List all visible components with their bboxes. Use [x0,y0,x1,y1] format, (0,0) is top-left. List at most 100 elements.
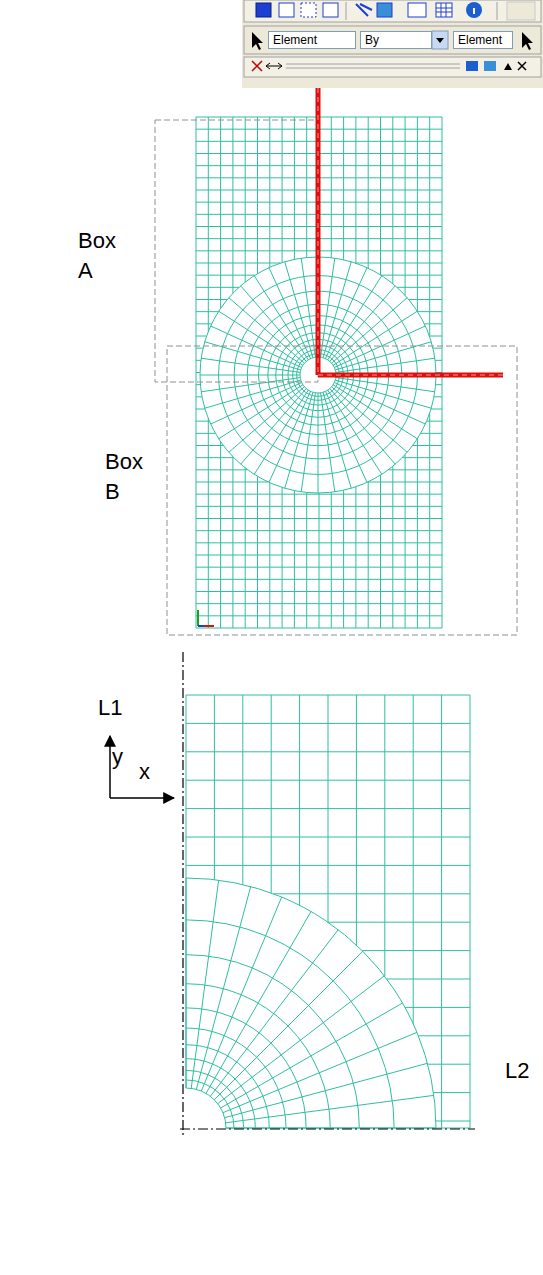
toolbar-icon [436,3,452,17]
mesh-line [196,336,207,337]
slider-track [286,64,460,65]
mesh-line [384,695,385,976]
mesh-line [196,579,442,580]
toolbar-row [244,0,541,22]
mesh-line [208,418,209,628]
mesh-line [429,336,442,337]
field-text: Element [458,33,502,47]
mesh-line [285,392,313,488]
mesh-line [232,117,233,293]
mesh-line [223,1032,417,1112]
mesh-line [196,445,223,446]
mesh-line [405,455,406,628]
symmetry-line [182,652,183,1136]
mesh-line [433,1092,470,1093]
mesh-line [211,326,302,368]
axis-triad [198,625,204,627]
mesh-line [328,390,382,474]
mesh-line [321,393,335,492]
axis-arrow [109,736,111,798]
toolbar-row [244,26,541,54]
mesh-line [294,491,295,628]
mesh-line [254,276,308,360]
mesh-line [294,117,295,259]
mesh-line [196,287,239,288]
mesh-line [436,1121,470,1122]
toolbar-icon [256,3,271,17]
mesh-line [226,1128,436,1129]
mesh-line [196,409,205,410]
axis-triad [197,610,199,626]
toolbar-icon [408,3,426,17]
mesh-line [196,433,215,434]
mesh-line [328,922,470,923]
mesh-line [334,382,425,424]
mesh-line [335,380,431,408]
mesh-line [436,384,442,385]
toolbar-icon [466,61,478,71]
annotation-label: L1 [98,693,122,723]
mesh-line [196,469,248,470]
toolbar-icon [279,3,294,17]
mesh-line [319,493,320,628]
mesh-line [441,695,442,1128]
annotation-label: Box B [105,447,149,507]
annotation-label: y [112,742,123,772]
symmetry-edge [318,373,503,378]
mesh-line [200,375,300,376]
mesh-line [191,880,218,1088]
mesh-line [186,723,470,724]
mesh-line [201,897,281,1091]
mesh-line [196,348,203,349]
mesh-line [318,393,319,493]
mesh-line [355,487,356,628]
mesh-line [196,421,209,422]
mesh-line [331,117,332,258]
mesh-line [336,358,435,372]
mesh-line [380,475,381,628]
mesh-line [257,476,258,628]
mesh-line [254,390,308,474]
mesh-line [186,837,470,838]
toolbar-icon [473,8,475,14]
field-text: Element [273,33,317,47]
mesh-line [428,1064,470,1065]
mesh-line [206,911,311,1093]
mesh-line [323,262,351,358]
toolbar-icon [518,62,526,70]
mesh-line [221,1003,403,1108]
mesh-line [214,695,215,880]
mesh-line [218,976,385,1104]
axis-triad [198,625,214,627]
selection-box [155,120,318,382]
annotation-label: L2 [505,1056,529,1086]
toolbar-row [244,57,541,77]
mesh-line [306,117,307,258]
mesh-line [356,695,357,945]
mesh-line [381,275,442,276]
mesh-line [196,372,200,373]
toolbar-icon [504,63,512,70]
mesh-line [332,298,408,363]
mesh-line [196,530,442,531]
mesh-line [397,287,442,288]
toolbar-icon [252,61,262,71]
toolbar-separator [497,2,498,20]
mesh-line [299,695,300,905]
field-text: By [365,33,379,47]
mesh-line [196,384,200,385]
slider-track [286,68,460,69]
mesh-line [470,695,471,1128]
toolbar-icon [377,3,392,17]
mesh-line [196,615,442,616]
symmetry-edge [318,88,319,375]
mesh-line [229,387,305,452]
mesh-line [196,494,442,495]
mesh-line [330,286,395,362]
mesh-line [241,286,306,362]
mesh-line [186,878,187,1088]
mesh-line [343,490,344,628]
mesh-line [387,979,470,980]
mesh-line [186,695,187,1088]
